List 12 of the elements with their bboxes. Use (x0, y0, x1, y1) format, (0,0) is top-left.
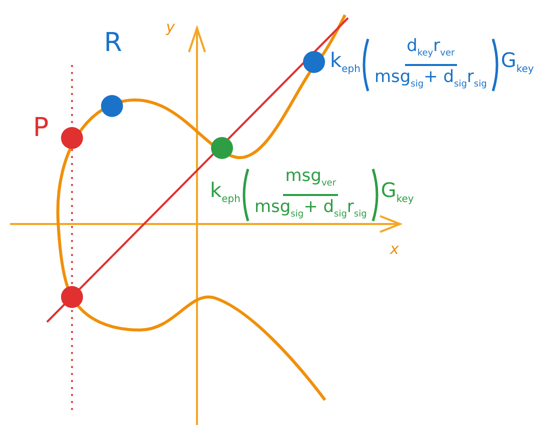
fraction-denominator: msg$_{sig}$+ d$_{sig}$r$_{sig}$ (253, 196, 368, 222)
point-label: P (33, 115, 49, 141)
fraction-denominator: msg$_{sig}$+ d$_{sig}$r$_{sig}$ (373, 66, 488, 92)
fraction-numerator: d$_{key}$r$_{ver}$ (404, 35, 457, 66)
axis-label: x (390, 240, 399, 258)
fraction-numerator: msg$_{ver}$ (283, 165, 338, 196)
axis-label: y (166, 18, 175, 36)
formula-text: G$_{key}$ (380, 179, 414, 208)
formula-text: k$_{eph}$ (210, 179, 240, 208)
point-label: R (104, 30, 122, 56)
formula-text: k$_{eph}$ (330, 49, 360, 78)
formula-text: G$_{key}$ (500, 49, 534, 78)
